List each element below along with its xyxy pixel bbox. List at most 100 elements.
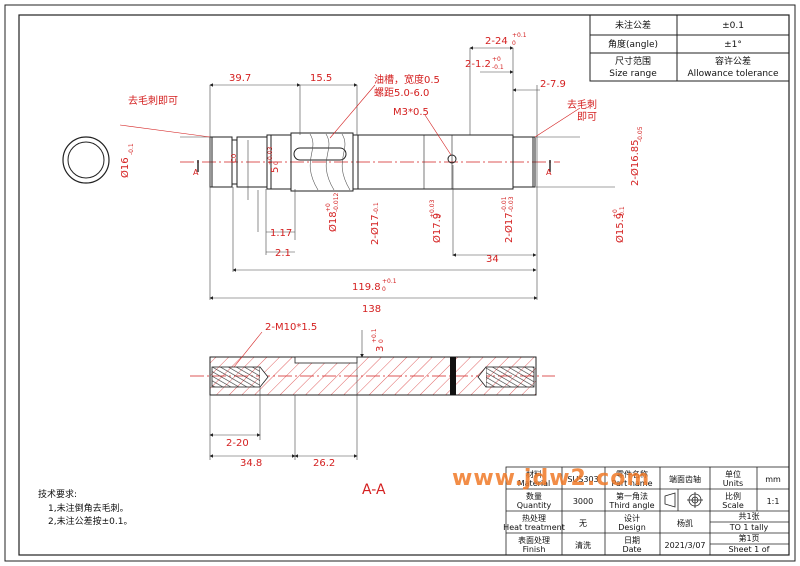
notes-title: 技术要求: bbox=[38, 488, 77, 500]
dim-phi18-tol-up: +0 bbox=[325, 203, 332, 212]
dim-3: 3 bbox=[375, 346, 386, 352]
tb-third-angle-en: Third angle bbox=[608, 501, 654, 510]
dim-2-7-9: 2-7.9 bbox=[540, 79, 566, 90]
watermark: www.jdw2.com bbox=[452, 466, 651, 491]
dim-phi16: Ø16 bbox=[119, 157, 131, 178]
dim-2phi17b-tol-up: -0.01 bbox=[501, 196, 508, 212]
dim-2-24: 2-24 bbox=[485, 36, 508, 47]
tb-heat-val: 无 bbox=[579, 519, 587, 528]
section-dimension-lines bbox=[209, 330, 364, 460]
dim-39-7: 39.7 bbox=[229, 73, 251, 84]
tb-total-en: TO 1 tally bbox=[729, 523, 769, 532]
inner-frame bbox=[18, 14, 790, 556]
dim-2m10: 2-M10*1.5 bbox=[265, 322, 317, 333]
tb-scale-en: Scale bbox=[722, 501, 744, 510]
tb-material-en: Material bbox=[518, 479, 551, 488]
end-view bbox=[62, 136, 110, 184]
dim-5-tol-up: +0.03 bbox=[267, 146, 274, 165]
section-label-aa: A-A bbox=[362, 482, 386, 498]
dim-phi15-9: Ø15.9 bbox=[614, 213, 626, 243]
dim-2-1: 2.1 bbox=[275, 248, 291, 259]
main-dimension-texts: 39.7 15.5 油槽，宽度0.5 螺距5.0-6.0 M3*0.5 去毛刺即… bbox=[119, 32, 644, 315]
tol-row1-value: ±0.1 bbox=[722, 21, 744, 31]
section-mark-left: A bbox=[193, 168, 199, 177]
dim-phi17-9: Ø17.9 bbox=[431, 213, 443, 243]
tolerance-table: 未注公差 ±0.1 角度(angle) ±1° 尺寸范围 Size range … bbox=[589, 14, 790, 82]
outer-frame bbox=[4, 4, 796, 562]
dim-15-5: 15.5 bbox=[310, 73, 332, 84]
tb-scale-cn: 比例 bbox=[725, 491, 741, 501]
tb-finish-cn: 表面处理 bbox=[518, 535, 550, 545]
dim-138: 138 bbox=[362, 304, 381, 315]
dim-26-2: 26.2 bbox=[313, 458, 335, 469]
chamfer-note: C0 bbox=[230, 154, 238, 163]
tb-units-val: mm bbox=[765, 475, 781, 484]
tb-date-val: 2021/3/07 bbox=[664, 541, 705, 550]
tb-finish-val: 清洗 bbox=[575, 540, 591, 550]
dim-2-24-tol-up: +0.1 bbox=[512, 32, 527, 39]
tb-sheet-en: Sheet 1 of bbox=[728, 545, 769, 554]
main-dimension-lines bbox=[119, 46, 615, 300]
tb-qty-en: Quantity bbox=[517, 501, 552, 510]
shaft-main-view bbox=[180, 132, 560, 192]
dim-2phi17b: 2-Ø17 bbox=[503, 212, 515, 243]
dim-3-tol-dn: 0 bbox=[378, 339, 385, 343]
dim-2phi17b-tol-dn: -0.03 bbox=[508, 196, 515, 212]
dim-119-8: 119.8 bbox=[352, 282, 381, 293]
dim-5: 5 bbox=[270, 167, 281, 173]
tb-finish-en: Finish bbox=[523, 545, 546, 554]
section-dimension-texts: 2-M10*1.5 3 +0.1 0 2-20 34.8 26.2 A-A bbox=[226, 322, 386, 498]
deburr-right-1: 去毛刺 bbox=[567, 99, 597, 111]
dim-phi15-9-tol-dn: -0.1 bbox=[619, 206, 626, 218]
tb-heat-cn: 热处理 bbox=[522, 513, 546, 523]
tb-units-cn: 单位 bbox=[725, 469, 741, 479]
tb-design-cn: 设计 bbox=[624, 513, 640, 523]
dim-2phi17-tol: -0.1 bbox=[373, 202, 380, 214]
tb-heat-en: Heat treatment bbox=[503, 523, 565, 532]
tb-date-en: Date bbox=[622, 545, 641, 554]
dim-5-tol-dn: 0 bbox=[273, 161, 280, 165]
dim-phi18: Ø18 bbox=[327, 211, 339, 232]
dim-2-1-2-tol-dn: -0.1 bbox=[492, 64, 504, 71]
dim-phi17-9-tol-dn: 0 bbox=[436, 214, 443, 218]
dim-phi16-tol: -0.1 bbox=[128, 143, 135, 155]
notes-line2: 2,未注公差按±0.1。 bbox=[48, 515, 132, 527]
deburr-left: 去毛刺即可 bbox=[128, 95, 178, 107]
tol-row3-label-cn: 尺寸范围 bbox=[615, 55, 651, 67]
dim-2-1-2: 2-1.2 bbox=[465, 59, 491, 70]
tol-row1-label: 未注公差 bbox=[615, 19, 651, 31]
dim-phi17-9-tol-up: +0.03 bbox=[429, 199, 436, 218]
dim-pitch: 螺距5.0-6.0 bbox=[374, 87, 429, 99]
tol-row3-value-en: Allowance tolerance bbox=[687, 69, 779, 79]
tol-row3-value-cn: 容许公差 bbox=[715, 55, 751, 67]
dim-119-8-tol-dn: 0 bbox=[382, 286, 386, 293]
dim-phi18-tol-dn: -0.012 bbox=[333, 192, 340, 212]
dim-34-8: 34.8 bbox=[240, 458, 262, 469]
tol-row2-label: 角度(angle) bbox=[608, 38, 658, 50]
tb-qty-cn: 数量 bbox=[526, 491, 542, 501]
tb-qty-val: 3000 bbox=[573, 497, 593, 506]
tb-design-val: 杨凯 bbox=[677, 518, 693, 528]
tol-row3-label-en: Size range bbox=[609, 69, 657, 79]
deburr-right-2: 即可 bbox=[577, 111, 597, 123]
dim-2phi17: 2-Ø17 bbox=[369, 214, 381, 245]
dim-2-24-tol-dn: 0 bbox=[512, 40, 516, 47]
tb-partname-en: Part name bbox=[611, 479, 652, 488]
tb-material-val: SUS303 bbox=[567, 475, 598, 484]
dim-2phi16-85: 2-Ø16.85 bbox=[629, 140, 641, 186]
tb-scale-val: 1:1 bbox=[767, 497, 780, 506]
section-mark-right: A bbox=[546, 168, 552, 177]
title-block bbox=[505, 466, 790, 556]
dim-m3: M3*0.5 bbox=[393, 107, 429, 118]
dim-2-20: 2-20 bbox=[226, 438, 249, 449]
dim-34: 34 bbox=[486, 254, 499, 265]
tb-material-cn: 材料 bbox=[526, 469, 542, 479]
tb-sheet-cn: 第1页 bbox=[738, 533, 759, 543]
notes-line1: 1,未注倒角去毛刺。 bbox=[48, 502, 129, 514]
tb-partname-cn: 零件名称 bbox=[616, 469, 648, 479]
dim-3-tol-up: +0.1 bbox=[371, 328, 378, 343]
dim-2phi16-85-tol: -0.05 bbox=[637, 126, 644, 142]
tb-third-angle-cn: 第一角法 bbox=[616, 491, 648, 501]
section-view-aa bbox=[190, 356, 555, 396]
